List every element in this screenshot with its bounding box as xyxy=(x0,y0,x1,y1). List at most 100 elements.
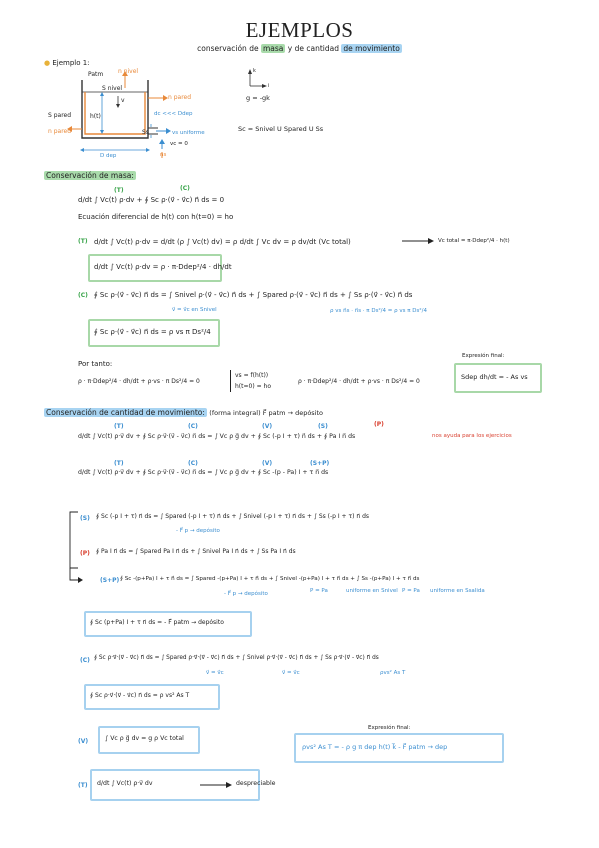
arrow-icon xyxy=(402,238,434,244)
mass-t-equation: d/dt ∫ Vc(t) ρ·dv = d/dt (ρ ∫ Vc(t) dv) … xyxy=(94,238,351,246)
momentum-v-result: ∫ Vc ρ g⃗ dv = g ρ Vc total xyxy=(105,735,184,742)
momentum-p-equation: ∮ Pa I n⃗ ds = ∫ Spared Pa I n⃗ ds + ∫ S… xyxy=(96,548,296,555)
momentum-section-header: Conservación de cantidad de movimiento: … xyxy=(44,408,324,417)
momentum-t-result: d/dt ∫ Vc(t) ρ·v⃗ dv xyxy=(97,780,153,787)
mass-system-line2: h(t=0) = ho xyxy=(235,383,271,390)
momentum-main-equation: d/dt ∫ Vc(t) ρ·v⃗ dv + ∮ Sc ρ·v⃗·(v⃗ - v… xyxy=(78,433,356,440)
mass-system-line1: vs = f(h(t)) xyxy=(235,372,269,379)
mass-expr-final: Sdep dh/dt = - As vs xyxy=(461,373,528,381)
mass-section-header: Conservación de masa: xyxy=(44,171,136,180)
tag-p-detail: (P) xyxy=(80,550,90,557)
tag-sp-mom-2: (S+P) xyxy=(310,460,330,467)
momentum-c-result: ∮ Sc ρ·v⃗·(v⃗ - v⃗c) n⃗ ds = ρ vs² As T xyxy=(90,692,190,699)
momentum-sp-note3: uniforme en Snivel xyxy=(346,588,398,594)
tag-sp-detail: (S+P) xyxy=(100,577,120,584)
momentum-c-equation: ∮ Sc ρ·v⃗·(v⃗ - v⃗c) n⃗ ds = ∫ Spared ρ·… xyxy=(94,655,379,661)
label-d-dep: D dep xyxy=(100,153,117,159)
tag-s-mom: (S) xyxy=(318,423,328,430)
tag-c-mom: (C) xyxy=(188,423,198,430)
arrow-icon xyxy=(200,782,232,788)
tag-s-detail: (S) xyxy=(80,515,90,522)
bracket-icon xyxy=(69,511,83,583)
mass-final-right: ρ · π·Ddep²/4 · dh/dt + ρ·vs · π Ds²/4 =… xyxy=(298,378,420,385)
mass-c-result: ∮ Sc ρ·(v⃗ - v⃗c) n⃗ ds = ρ vs π Ds²/4 xyxy=(94,328,211,336)
momentum-sp-equation: ∮ Sc -(p+Pa) I + τ n⃗ ds = ∫ Spared -(p+… xyxy=(120,576,420,582)
label-s-pared: S pared xyxy=(48,112,72,119)
momentum-second-equation: d/dt ∫ Vc(t) ρ·v⃗ dv + ∮ Sc ρ·v⃗·(v⃗ - v… xyxy=(78,469,329,476)
tag-v-mom-2: (V) xyxy=(262,460,273,467)
subtitle-highlight-masa: masa xyxy=(260,44,286,53)
ejemplo-heading: ● Ejemplo 1: xyxy=(44,59,90,67)
label-patm: Patm xyxy=(88,71,104,78)
mass-system: vs = f(h(t)) h(t=0) = ho xyxy=(230,370,271,392)
momentum-sp-note5: uniforme en Ssalida xyxy=(430,588,485,594)
tag-c-mass-2: (C) xyxy=(78,292,88,299)
tag-c-mom-2: (C) xyxy=(188,460,198,467)
label-v: v xyxy=(121,97,125,104)
tag-v-detail: (V) xyxy=(78,738,89,745)
mass-main-equation: d/dt ∫ Vc(t) ρ·dv + ∮ Sc ρ·(v⃗ - v⃗c) n⃗… xyxy=(78,196,225,204)
por-tanto-label: Por tanto: xyxy=(78,360,113,368)
tag-t-mom-2: (T) xyxy=(114,460,124,467)
label-vs-uniforme: vs uniforme xyxy=(172,130,205,136)
tag-t-mom: (T) xyxy=(114,423,124,430)
tank-diagram xyxy=(67,71,171,158)
label-ss: Ss xyxy=(142,129,149,136)
momentum-v-result-box: ∫ Vc ρ g⃗ dv = g ρ Vc total xyxy=(98,726,200,754)
label-dc-ddep: dc <<< Ddep xyxy=(154,111,193,117)
label-n-pared-left: n pared xyxy=(48,128,72,135)
label-surface: Sc = Snivel U Spared U Ss xyxy=(238,125,324,133)
tag-t-detail: (T) xyxy=(78,782,88,789)
momentum-t-result-box: d/dt ∫ Vc(t) ρ·v⃗ dv despreciable xyxy=(90,769,275,801)
axes-diagram xyxy=(248,69,267,88)
momentum-expr-final-label: Expresión final: xyxy=(368,725,411,731)
tag-p-mom: (P) xyxy=(374,421,384,428)
mass-expr-final-label: Expresión final: xyxy=(462,353,505,359)
mass-c-result-box: ∮ Sc ρ·(v⃗ - v⃗c) n⃗ ds = ρ vs π Ds²/4 xyxy=(88,319,220,347)
momentum-c-note3: ρvs² As T xyxy=(380,670,406,676)
label-vc-zero: vc = 0 xyxy=(170,141,188,147)
label-h-t: h(t) xyxy=(90,113,101,120)
mass-vc-total: Vc total = π·Ddep²/4 · h(t) xyxy=(438,238,510,244)
tag-v-mom: (V) xyxy=(262,423,273,430)
momentum-sp-note1: - F⃗ p → depósito xyxy=(224,591,268,597)
momentum-c-note1: v⃗ = v⃗c xyxy=(206,670,224,676)
mass-t-result: d/dt ∫ Vc(t) ρ·dv = ρ · π·Ddep²/4 · dh/d… xyxy=(94,263,232,271)
momentum-s-equation: ∮ Sc (-p I + τ) n⃗ ds = ∫ Spared (-p I +… xyxy=(96,513,369,520)
page-subtitle: conservación de masa y de cantidad de mo… xyxy=(0,44,599,53)
mass-c-note-ss: ρ vs n⃗s · n⃗s · π Ds²/4 = ρ vs π Ds²/4 xyxy=(330,308,427,314)
mass-final-left: ρ · π·Ddep²/4 · dh/dt + ρ·vs · π Ds²/4 =… xyxy=(78,378,200,385)
momentum-c-result-box: ∮ Sc ρ·v⃗·(v⃗ - v⃗c) n⃗ ds = ρ vs² As T xyxy=(84,684,220,710)
label-ns: ns xyxy=(160,152,167,158)
momentum-sp-note2: P = Pa xyxy=(310,588,328,594)
momentum-expr-final: ρvs² As T = - ρ g π dep h(t) k⃗ - F⃗ pat… xyxy=(302,743,448,751)
page-title: EJEMPLOS xyxy=(245,18,354,42)
subtitle-part2: y de cantidad xyxy=(287,44,339,53)
momentum-c-note2: v⃗ = v⃗c xyxy=(282,670,300,676)
subtitle-part1: conservación de xyxy=(197,44,259,53)
tag-t-mass: (T) xyxy=(114,187,124,194)
label-axis-i: i xyxy=(268,83,270,89)
momentum-expr-final-box: ρvs² As T = - ρ g π dep h(t) k⃗ - F⃗ pat… xyxy=(294,733,504,763)
bullet-icon: ● xyxy=(44,59,51,67)
mass-c-note-snivel: v⃗ = v⃗c en Snivel xyxy=(172,307,217,313)
momentum-s-note: - F⃗ p → depósito xyxy=(176,528,220,534)
tag-t-mass-2: (T) xyxy=(78,238,88,245)
label-n-nivel: n nivel xyxy=(118,68,139,75)
mass-c-equation: ∮ Sc ρ·(v⃗ - v⃗c) n⃗ ds = ∫ Snivel ρ·(v⃗… xyxy=(94,291,413,299)
mass-t-result-box: d/dt ∫ Vc(t) ρ·dv = ρ · π·Ddep²/4 · dh/d… xyxy=(88,254,232,282)
momentum-red-note: nos ayuda para los ejercicios xyxy=(432,433,512,439)
momentum-sp-note4: P = Pa xyxy=(402,588,420,594)
mass-differential-note: Ecuación diferencial de h(t) con h(t=0) … xyxy=(78,213,234,221)
momentum-sp-result-box: ∮ Sc (p+Pa) I + τ n⃗ ds = - F⃗ patm → de… xyxy=(84,611,252,637)
label-gravity: g = -gk xyxy=(246,94,270,102)
label-axis-k: k xyxy=(253,68,256,74)
label-n-pared: n pared xyxy=(168,94,192,101)
subtitle-highlight-movimiento: de movimiento xyxy=(341,44,402,53)
tag-c-mass: (C) xyxy=(180,185,190,192)
despreciable-label: despreciable xyxy=(236,780,276,787)
momentum-sp-result: ∮ Sc (p+Pa) I + τ n⃗ ds = - F⃗ patm → de… xyxy=(90,619,224,626)
mass-expr-final-box: Sdep dh/dt = - As vs xyxy=(454,363,542,393)
label-s-nivel: S nivel xyxy=(102,85,123,92)
tag-c-detail: (C) xyxy=(80,657,90,664)
